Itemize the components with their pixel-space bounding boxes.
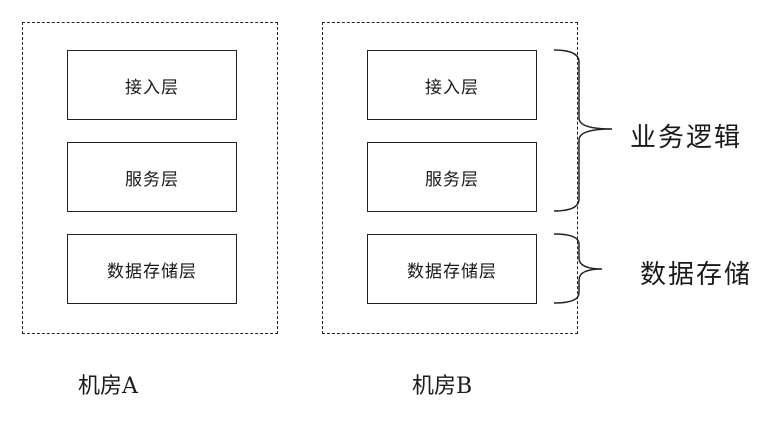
room-a-storage-layer: 数据存储层 [67, 234, 237, 304]
storage-brace [553, 233, 603, 304]
room-b-boundary: 接入层 服务层 数据存储层 [322, 22, 578, 334]
room-b-storage-layer: 数据存储层 [367, 234, 537, 304]
room-a-service-layer: 服务层 [67, 142, 237, 212]
room-a-boundary: 接入层 服务层 数据存储层 [22, 22, 278, 334]
room-b-access-layer: 接入层 [367, 50, 537, 120]
room-a-access-layer: 接入层 [67, 50, 237, 120]
storage-group-label: 数据存储 [640, 260, 753, 290]
logic-group-label: 业务逻辑 [630, 123, 743, 153]
logic-brace [553, 49, 613, 212]
room-b-service-layer: 服务层 [367, 142, 537, 212]
room-b-label: 机房B [412, 374, 473, 399]
room-a-label: 机房A [78, 374, 138, 399]
